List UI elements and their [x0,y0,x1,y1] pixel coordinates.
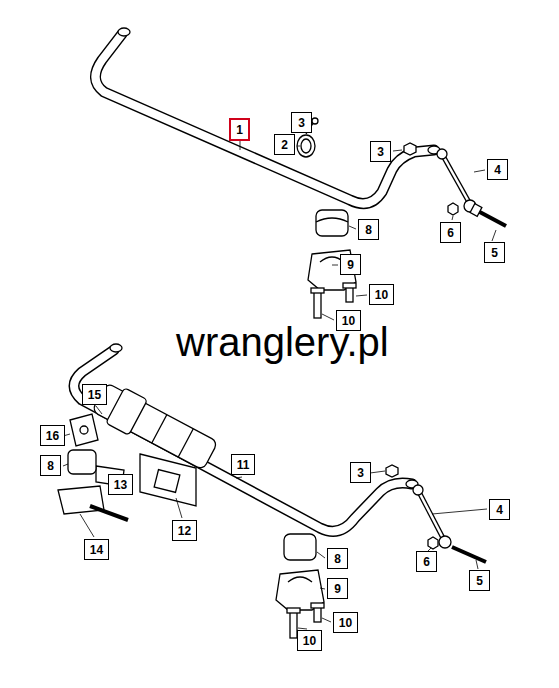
callout-number: 8 [47,460,54,472]
callout-number: 10 [375,289,388,301]
callout-number: 14 [90,544,103,556]
callout-box: 3 [291,112,312,133]
callout-box: 8 [327,548,348,569]
callout-number: 8 [334,553,341,565]
callout-box: 10 [297,630,322,651]
callout-box: 3 [350,462,371,483]
callout-number: 3 [377,146,384,158]
callout-box: 8 [358,219,379,240]
callout-number: 5 [491,247,498,259]
callout-box: 11 [231,454,255,475]
callout-box: 10 [333,612,358,633]
callout-box: 2 [274,134,295,155]
callout-box: 1 [229,118,250,141]
callout-number: 11 [237,459,250,471]
callout-number: 9 [334,583,341,595]
callout-box: 6 [416,551,437,572]
callout-box: 3 [370,141,391,162]
callout-number: 12 [178,525,191,537]
callout-number: 3 [357,467,364,479]
callout-box: 9 [327,578,348,599]
callout-number: 5 [476,575,483,587]
callout-box: 4 [489,499,510,520]
callout-box: 8 [40,455,61,476]
callout-number: 10 [339,617,352,629]
callout-number: 4 [496,504,503,516]
callout-number: 10 [303,635,316,647]
callout-number: 16 [46,430,59,442]
callout-box: 10 [369,284,394,305]
callout-box: 13 [108,474,133,495]
callout-box: 5 [469,570,490,591]
callout-number: 8 [365,224,372,236]
callout-box: 6 [440,222,461,243]
callout-number: 9 [347,259,354,271]
callout-number: 2 [281,139,288,151]
callout-number: 13 [114,479,127,491]
callout-number: 6 [423,556,430,568]
callout-box: 16 [40,425,65,446]
callout-number: 4 [494,164,501,176]
callout-box: 15 [82,384,107,405]
callout-box: 12 [172,520,197,541]
watermark: wranglery.pl [176,322,389,362]
callout-number: 3 [298,117,305,129]
callout-number: 1 [236,124,243,136]
callout-box: 14 [84,539,109,560]
callout-number: 6 [447,227,454,239]
callout-number: 15 [88,389,101,401]
callout-box: 9 [340,254,361,275]
callout-box: 4 [487,159,508,180]
callout-box: 5 [484,242,505,263]
